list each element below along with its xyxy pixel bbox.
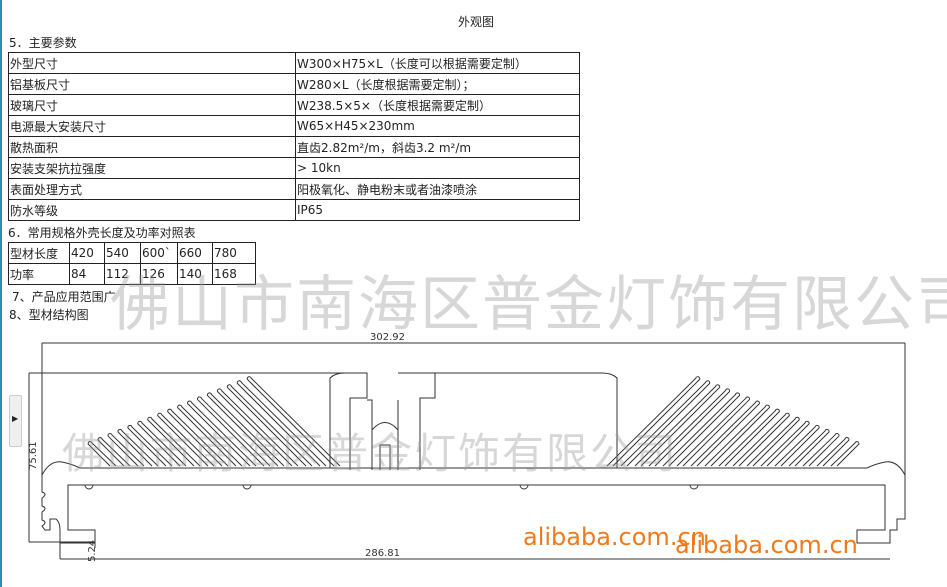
length-power-table: 型材长度 420 540 600` 660 780 功率 84 112 126 … [8, 242, 256, 285]
fin [107, 433, 145, 467]
fin [147, 416, 201, 467]
fin [788, 428, 830, 467]
fin [246, 376, 341, 467]
power-cell: 140 [177, 263, 213, 285]
fin [662, 392, 741, 467]
fin [746, 416, 800, 467]
table-row: 安装支架抗拉强度> 10kn [8, 157, 580, 179]
power-cell: 112 [104, 263, 141, 285]
fin [226, 384, 313, 467]
fin [206, 392, 285, 467]
section-6-title: 6．常用规格外壳长度及功率对照表 [8, 226, 196, 240]
length-label: 型材长度 [8, 242, 70, 264]
fin [87, 441, 117, 467]
length-cell: 420 [69, 242, 105, 264]
image-caption: 外观图 [458, 15, 495, 29]
param-value: W65×H45×230mm [295, 115, 580, 137]
fin [620, 380, 711, 467]
section-5-title: 5．主要参数 [9, 36, 77, 50]
fin [216, 388, 299, 467]
fin [802, 433, 840, 467]
alibaba-watermark: alibaba.com.cn [675, 531, 858, 559]
param-value: 阳极氧化、静电粉末或者油漆喷涂 [295, 178, 580, 200]
fin [236, 380, 327, 467]
fin [830, 441, 860, 467]
fin [718, 408, 780, 467]
fin [137, 420, 187, 467]
param-label: 安装支架抗拉强度 [8, 157, 296, 179]
fin [690, 400, 760, 467]
power-cell: 84 [69, 263, 105, 285]
table-row: 散热面积直齿2.82m²/m，斜齿3.2 m²/m [8, 136, 580, 158]
param-value: W300×H75×L（长度可以根据需要定制） [295, 52, 580, 74]
fin [732, 412, 790, 467]
param-value: > 10kn [295, 157, 580, 179]
table-row: 功率 84 112 126 140 168 [8, 263, 256, 285]
fin [634, 384, 721, 467]
fin [177, 404, 243, 467]
dimension-label-top: 302.92 [370, 332, 405, 343]
fin [97, 437, 131, 467]
fin [187, 400, 257, 467]
fin [197, 396, 271, 467]
side-expand-tab[interactable]: ▶ [9, 395, 22, 447]
base-notches [84, 484, 699, 490]
fin [167, 408, 229, 467]
fin [816, 437, 850, 467]
param-value: W238.5×5×（长度根据需要定制） [295, 94, 580, 116]
param-value: IP65 [295, 199, 580, 221]
triangle-right-icon: ▶ [12, 414, 19, 423]
power-label: 功率 [8, 263, 70, 285]
base-plate-outline [41, 372, 906, 544]
section-8-title: 8、型材结构图 [9, 308, 89, 322]
heat-sink-fins [87, 376, 860, 467]
fin [648, 388, 731, 467]
fin [774, 424, 820, 467]
param-label: 防水等级 [8, 199, 296, 221]
param-label: 散热面积 [8, 136, 296, 158]
param-value: W280×L（长度根据需要定制）； [295, 73, 580, 95]
fin [157, 412, 215, 467]
dimension-label-height: 75.61 [28, 441, 39, 470]
fin [117, 428, 159, 467]
power-cell: 168 [212, 263, 256, 285]
length-cell: 540 [104, 242, 141, 264]
alibaba-watermark: alibaba.com.cn [523, 523, 706, 551]
center-slot [367, 399, 399, 470]
dimension-label-small: 5.24 [87, 540, 98, 562]
fin [676, 396, 750, 467]
fin [606, 376, 701, 467]
fin [760, 420, 810, 467]
page-left-border [0, 0, 2, 587]
fin [127, 424, 173, 467]
dimension-label-bottom: 286.81 [365, 548, 400, 559]
fin [704, 404, 770, 467]
section-7-title: 7、产品应用范围广 [12, 290, 116, 304]
